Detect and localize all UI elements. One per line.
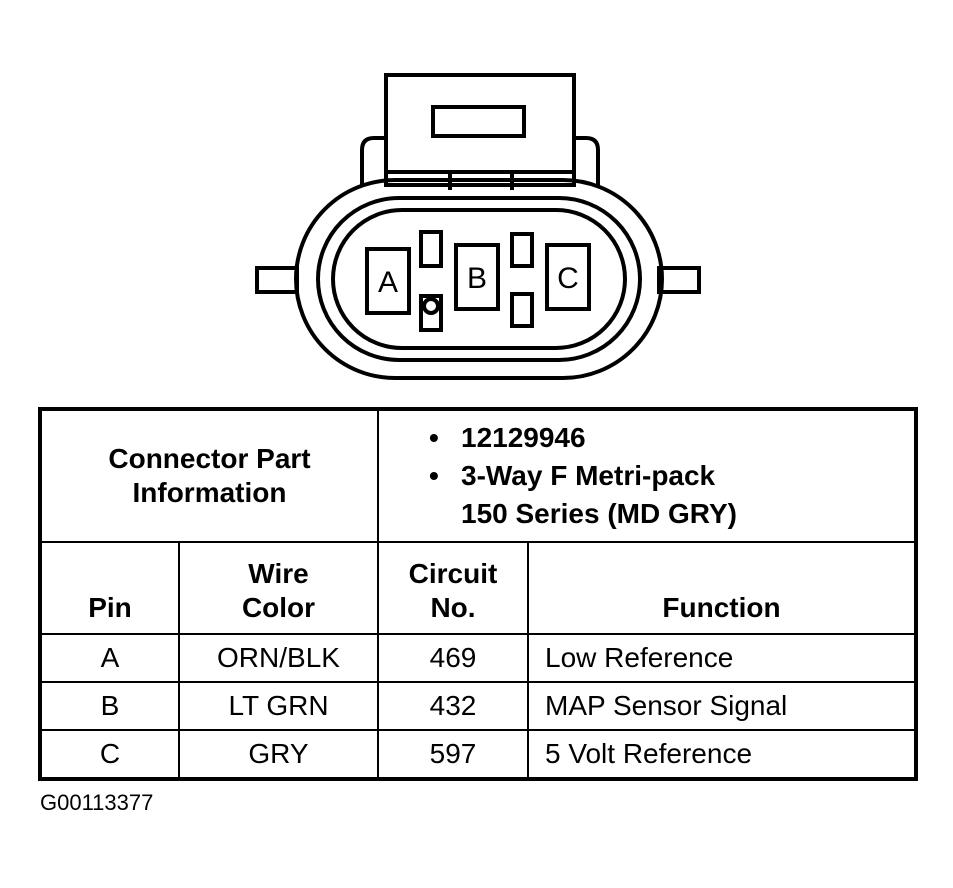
table-row: A ORN/BLK 469 Low Reference [39,633,918,683]
wire-color-cell: LT GRN [178,681,379,731]
circuit-cell: 469 [377,633,529,683]
part-info-values: •12129946 •3-Way F Metri-pack 150 Series… [376,408,918,543]
pin-label-a: A [378,266,398,299]
key-slot [510,292,534,328]
col-header-circuit-no: Circuit No. [377,541,529,635]
col-header-wire-color: Wire Color [178,541,379,635]
side-ear-left [255,266,299,294]
pin-label-c: C [557,262,579,295]
part-number-item: •12129946 [379,419,914,457]
connector-diagram: A B C [255,73,701,380]
part-info-label-text: Connector Part Information [108,443,311,508]
part-info-row: Connector Part Information •12129946 •3-… [39,408,918,543]
column-header-row: Pin Wire Color Circuit No. Function [39,541,918,635]
col-header-pin: Pin [39,541,180,635]
part-series-item: •3-Way F Metri-pack 150 Series (MD GRY) [379,457,914,533]
pin-label-b: B [467,262,487,295]
connector-info-table: Connector Part Information •12129946 •3-… [38,407,919,781]
tab-shoulder-right [574,136,600,185]
circuit-cell: 432 [377,681,529,731]
pin-cavity-b [454,243,500,311]
key-slot [510,232,534,268]
side-ear-right [657,266,701,294]
table-row: C GRY 597 5 Volt Reference [39,729,918,780]
lock-tab [384,73,576,187]
connector-mid-shell [316,196,642,362]
function-cell: Low Reference [526,633,918,683]
function-cell: 5 Volt Reference [526,729,918,780]
connector-inner-shell [331,208,627,350]
part-info-label: Connector Part Information [39,408,379,543]
part-number: 12129946 [461,422,586,453]
wire-color-cell: ORN/BLK [178,633,379,683]
circuit-cell: 597 [377,729,529,780]
pin-cell: B [39,681,180,731]
key-slot [419,294,443,332]
col-header-function: Function [526,541,918,635]
pin-cavity-c [545,243,591,311]
key-slot [419,230,443,268]
wire-color-cell: GRY [178,729,379,780]
table-row: B LT GRN 432 MAP Sensor Signal [39,681,918,731]
pin-cell: A [39,633,180,683]
key-hole [422,297,440,315]
pin-cavity-a [365,247,411,315]
tab-shoulder-left [360,136,386,185]
function-cell: MAP Sensor Signal [526,681,918,731]
part-series: 3-Way F Metri-pack 150 Series (MD GRY) [461,460,737,529]
figure-id: G00113377 [40,790,154,815]
pin-cell: C [39,729,180,780]
connector-outer-shell [294,178,664,380]
lock-tab-slot [431,105,526,138]
